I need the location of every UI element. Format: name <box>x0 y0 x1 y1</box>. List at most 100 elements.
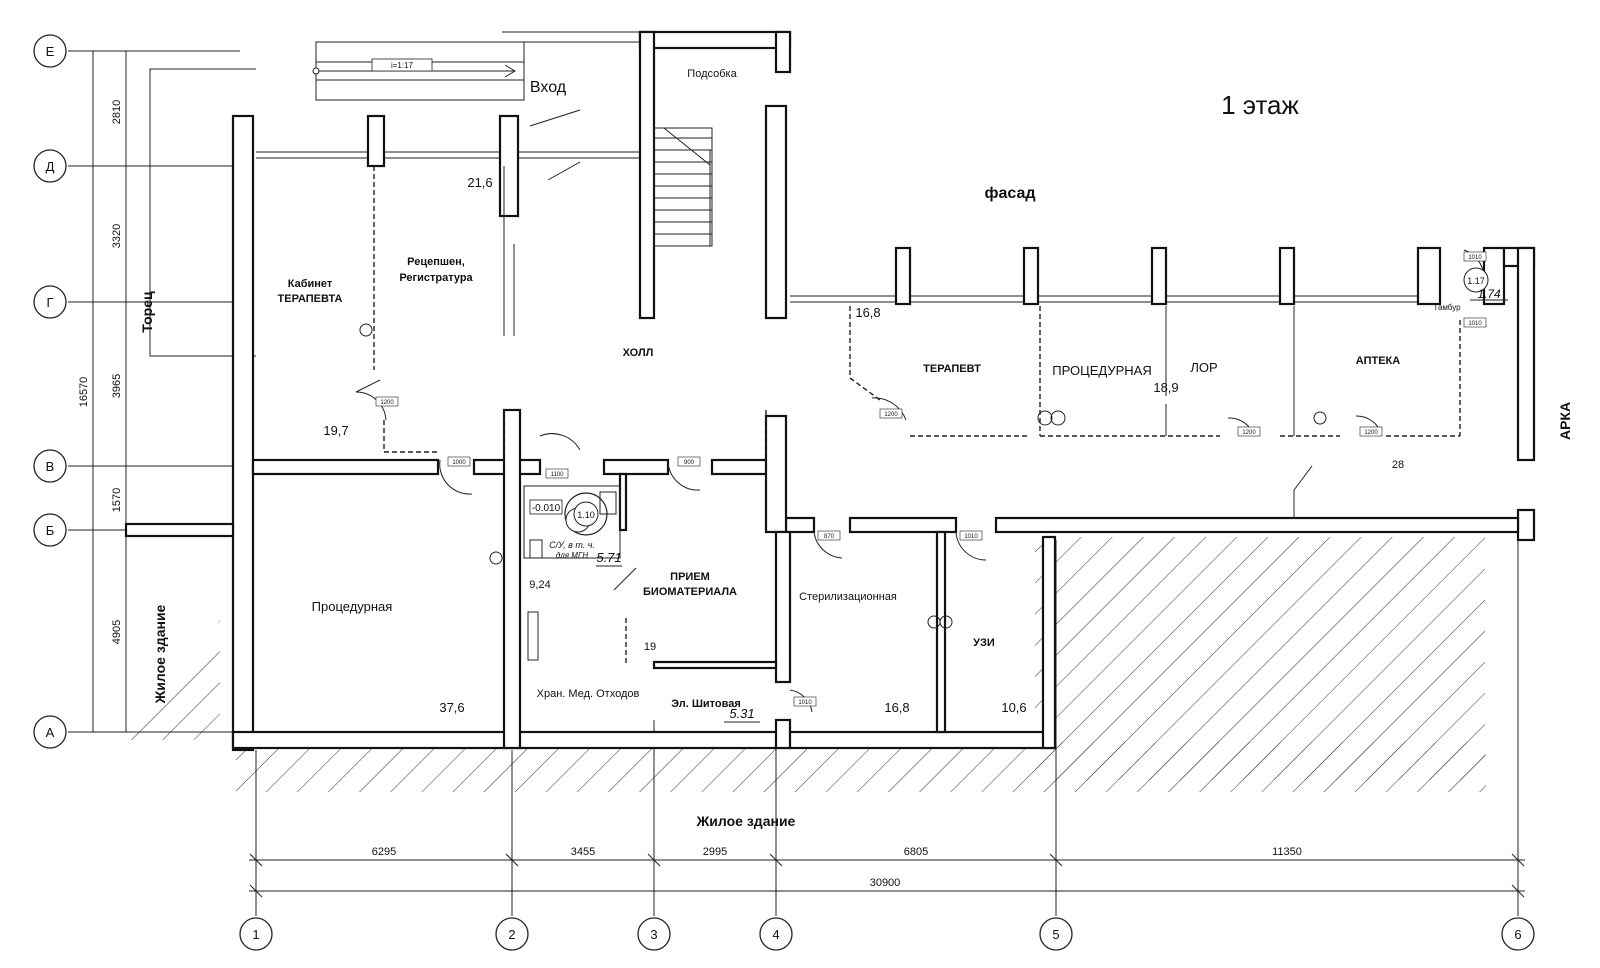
residential-left-label: Жилое здание <box>152 604 168 704</box>
col-dim-4: 6805 <box>904 846 928 858</box>
axis-marker-v: В <box>33 449 67 483</box>
row-dim-4: 1570 <box>111 488 123 512</box>
procedure-upper-label: ПРОЦЕДУРНАЯ <box>1052 363 1151 378</box>
door-width-tag: 1010 <box>1468 255 1482 261</box>
axis-marker-2: 2 <box>495 917 529 951</box>
column-axis-markers: 1 2 3 4 5 6 <box>239 917 1535 951</box>
wc-level: -0.010 <box>532 503 561 514</box>
procedure-area: 37,6 <box>439 700 464 715</box>
axis-marker-d: Д <box>33 149 67 183</box>
wc-marker: 1.10 -0.010 С/У, в т. ч. для МГН 5.71 <box>529 499 622 567</box>
biomaterial-label-1: ПРИЕМ <box>670 571 710 583</box>
staircase <box>653 127 713 247</box>
svg-text:3: 3 <box>650 927 657 942</box>
pharmacy-area: 28 <box>1392 459 1404 471</box>
col-dim-2: 3455 <box>571 846 595 858</box>
col-dim-5: 11350 <box>1272 846 1302 858</box>
hall-area: 21,6 <box>467 175 492 190</box>
waste-storage-label: Хран. Мед. Отходов <box>537 688 640 700</box>
axis-marker-b: Б <box>33 513 67 547</box>
door-width-tag: 900 <box>684 460 695 466</box>
row-dim-1: 2810 <box>111 100 123 124</box>
vestibule-label: Тамбур <box>1433 303 1461 312</box>
pharmacy-label: АПТЕКА <box>1356 355 1400 367</box>
door-swings <box>355 109 1485 713</box>
ultrasound-label: УЗИ <box>973 637 995 649</box>
arch-label: АРКА <box>1557 402 1573 440</box>
entrance-label: Вход <box>530 79 567 96</box>
sterilization-area: 16,8 <box>884 700 909 715</box>
therapist-label: ТЕРАПЕВТ <box>923 363 981 375</box>
biomaterial-label-2: БИОМАТЕРИАЛА <box>643 586 737 598</box>
facade-label: фасад <box>984 185 1035 202</box>
row-dim-3: 3965 <box>111 374 123 398</box>
reception-label-2: Регистратура <box>399 272 473 284</box>
svg-text:Е: Е <box>46 44 55 59</box>
reception-label-1: Рецепшен, <box>407 256 465 268</box>
end-wall-outline <box>149 68 256 357</box>
row-dimension-chain: 2810 3320 3965 1570 4905 16570 <box>78 50 133 733</box>
axis-marker-e: Е <box>33 34 67 68</box>
row-dim-2: 3320 <box>111 224 123 248</box>
axis-marker-g: Г <box>33 285 67 319</box>
svg-text:1: 1 <box>252 927 259 942</box>
electrical-area-tag: 5.31 <box>724 706 760 723</box>
door-width-tag: 870 <box>824 534 835 540</box>
vestibule-area: 1.74 <box>1477 287 1501 301</box>
svg-text:Г: Г <box>46 295 53 310</box>
col-dim-1: 6295 <box>372 846 396 858</box>
end-wall-label: Торец <box>139 291 155 333</box>
axis-marker-3: 3 <box>637 917 671 951</box>
axis-marker-a: А <box>33 715 67 749</box>
therapist-area: 16,8 <box>855 305 880 320</box>
walls <box>124 30 1536 752</box>
row-dim-5: 4905 <box>111 620 123 644</box>
ent-label: ЛОР <box>1190 360 1217 375</box>
partitions <box>373 166 1461 666</box>
door-width-tag: 1010 <box>1468 321 1482 327</box>
door-width-tag: 1100 <box>551 472 565 478</box>
door-width-tag: 1200 <box>1364 430 1378 436</box>
svg-text:6: 6 <box>1514 927 1521 942</box>
utility-room-label: Подсобка <box>687 68 737 80</box>
therapist-office-label-2: ТЕРАПЕВТА <box>278 293 343 305</box>
wc-area: 5.71 <box>596 550 621 565</box>
axis-marker-6: 6 <box>1501 917 1535 951</box>
electrical-label: Эл. Шитовая <box>671 698 741 710</box>
svg-text:5: 5 <box>1052 927 1059 942</box>
vestibule-number: 1.17 <box>1467 276 1485 286</box>
ultrasound-area: 10,6 <box>1001 700 1026 715</box>
row-axis-markers: Е Д Г В Б А <box>33 34 67 749</box>
hall-label: ХОЛЛ <box>623 347 654 359</box>
wc-label-2: для МГН <box>556 551 588 560</box>
svg-text:2: 2 <box>508 927 515 942</box>
door-width-tag: 1200 <box>1242 430 1256 436</box>
sink-icons <box>359 323 1327 629</box>
biomaterial-area: 19 <box>644 641 656 653</box>
residential-bottom-label: Жилое здание <box>696 813 796 829</box>
svg-text:Б: Б <box>46 523 55 538</box>
entrance-ramp: i=1:17 <box>312 31 640 101</box>
door-width-tag: 1000 <box>452 460 466 466</box>
ramp-slope-label: i=1:17 <box>391 61 414 70</box>
col-dim-total: 30900 <box>870 877 901 889</box>
residential-hatch <box>128 537 1486 792</box>
svg-text:4: 4 <box>772 927 779 942</box>
column-dimension-chain: 6295 3455 2995 6805 11350 30900 <box>249 846 1525 898</box>
door-width-tag: 1200 <box>884 412 898 418</box>
svg-text:Д: Д <box>46 159 55 174</box>
electrical-area: 5.31 <box>729 706 754 721</box>
sterilization-label: Стерилизационная <box>799 591 897 603</box>
svg-text:А: А <box>46 725 55 740</box>
axis-marker-4: 4 <box>759 917 793 951</box>
therapist-office-label-1: Кабинет <box>288 278 333 290</box>
door-width-tags: 1200 1200 1000 1100 900 870 1010 1200 12… <box>375 251 1487 707</box>
door-width-tag: 1200 <box>380 400 394 406</box>
door-width-tag: 1010 <box>798 700 812 706</box>
wc-number: 1.10 <box>577 510 595 520</box>
corridor-area: 9,24 <box>529 579 550 591</box>
axis-marker-5: 5 <box>1039 917 1073 951</box>
svg-text:В: В <box>46 459 55 474</box>
col-dim-3: 2995 <box>703 846 727 858</box>
